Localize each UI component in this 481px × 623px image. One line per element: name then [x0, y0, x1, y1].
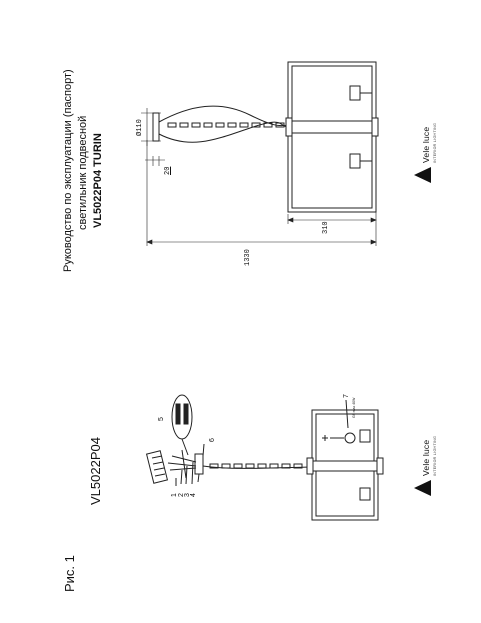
- lamp-bottom-2: [359, 487, 371, 501]
- logo-triangle-bottom: [414, 480, 431, 496]
- lamp-bottom-1: [359, 429, 371, 443]
- logo-triangle-top: [414, 167, 431, 183]
- chain-top: [167, 122, 285, 128]
- logo-name-bottom: Vele luce: [421, 439, 431, 476]
- logo-tagline-bottom: INTERIOR LIGHTING: [433, 435, 437, 476]
- canopy-plate: [145, 450, 169, 484]
- wire-top-a: [158, 105, 289, 127]
- bulb-icon: [344, 432, 356, 444]
- wire-top-b: [158, 121, 289, 143]
- frame-top-inner: [291, 65, 373, 209]
- logo-name-top: Vele luce: [421, 126, 431, 163]
- chain-bottom: [209, 463, 303, 469]
- frame-top-outer: [287, 61, 377, 213]
- logo-tagline-top: INTERIOR LIGHTING: [433, 122, 437, 163]
